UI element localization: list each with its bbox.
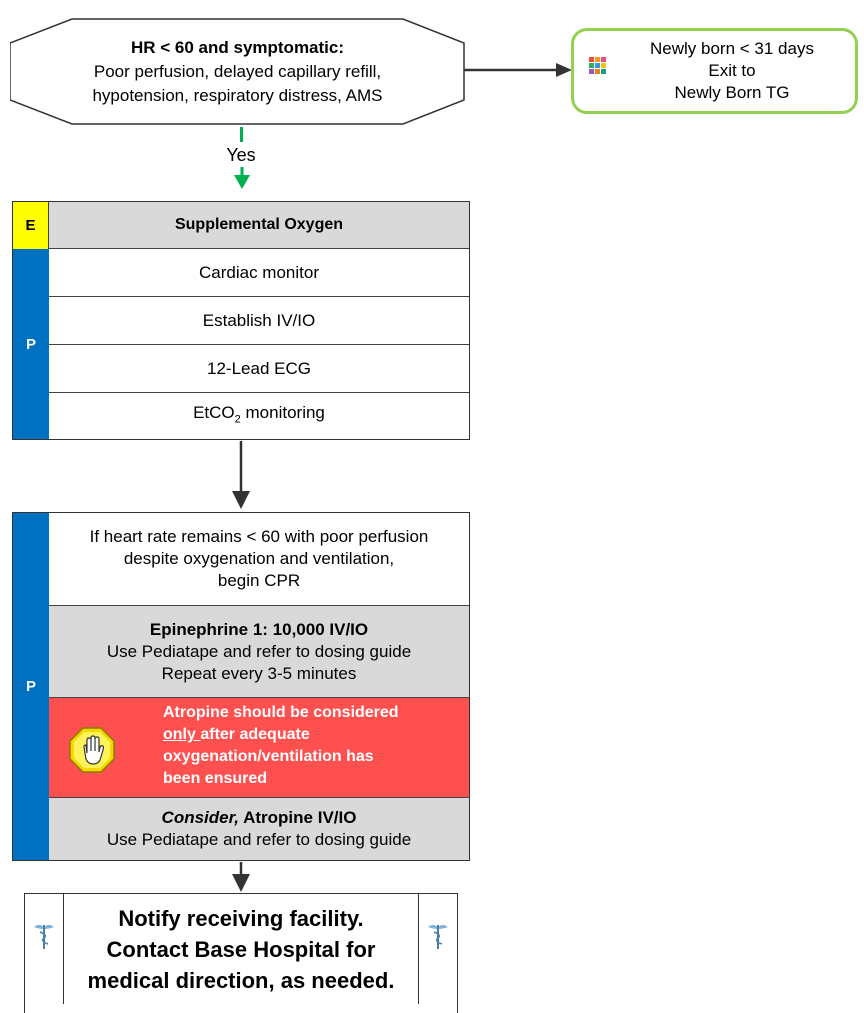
row-etco2-monitoring: EtCO2 monitoring [193, 402, 325, 426]
emt-level-badge: E [13, 202, 49, 249]
paramedic-level-badge-2: P [13, 513, 49, 860]
notify-box: Notify receiving facility. Contact Base … [24, 893, 458, 1013]
newborn-line-3: Newly Born TG [674, 83, 790, 102]
caduceus-icon [428, 925, 448, 949]
notify-line-1: Notify receiving facility. [118, 905, 364, 931]
arrow-to-newborn [464, 63, 572, 77]
arrow-to-block2 [232, 441, 250, 509]
row-cardiac-monitor: Cardiac monitor [49, 249, 469, 297]
block-initial-care: E P Supplemental Oxygen Cardiac monitor … [12, 201, 470, 440]
notify-line-3: medical direction, as needed. [87, 967, 395, 993]
newborn-line-2: Exit to [708, 61, 756, 80]
row-atropine-warning: Atropine should be considered only after… [49, 698, 469, 798]
decision-title: HR < 60 and symptomatic: [130, 37, 345, 57]
yes-arrow-icon [234, 167, 250, 189]
decision-line-2: hypotension, respiratory distress, AMS [92, 85, 383, 105]
row-consider-atropine: Consider, Atropine IV/IO Use Pediatape a… [49, 798, 469, 860]
atropine-warning-text: Atropine should be considered only after… [163, 704, 399, 787]
row-establish-iv: Establish IV/IO [49, 297, 469, 345]
notify-line-2: Contact Base Hospital for [106, 936, 376, 962]
paramedic-level-badge: P [13, 249, 49, 439]
yes-label: Yes [226, 144, 256, 165]
row-begin-cpr: If heart rate remains < 60 with poor per… [49, 513, 469, 606]
newborn-line-1: Newly born < 31 days [650, 39, 814, 58]
row-12-lead-ecg: 12-Lead ECG [49, 345, 469, 393]
yes-connector-top [240, 127, 243, 142]
caduceus-icon [34, 925, 54, 949]
row-supplemental-oxygen: Supplemental Oxygen [49, 202, 469, 249]
block-resuscitation: P If heart rate remains < 60 with poor p… [12, 512, 470, 861]
arrow-to-notify [232, 862, 250, 892]
decision-node: HR < 60 and symptomatic: Poor perfusion,… [10, 18, 465, 125]
color-grid-icon [589, 57, 606, 74]
row-epinephrine: Epinephrine 1: 10,000 IV/IO Use Pediatap… [49, 606, 469, 698]
decision-line-1: Poor perfusion, delayed capillary refill… [93, 61, 382, 81]
stop-hand-icon [69, 727, 115, 773]
newborn-exit-box: Newly born < 31 days Exit to Newly Born … [571, 28, 858, 114]
decision-octagon-shape [10, 18, 465, 125]
